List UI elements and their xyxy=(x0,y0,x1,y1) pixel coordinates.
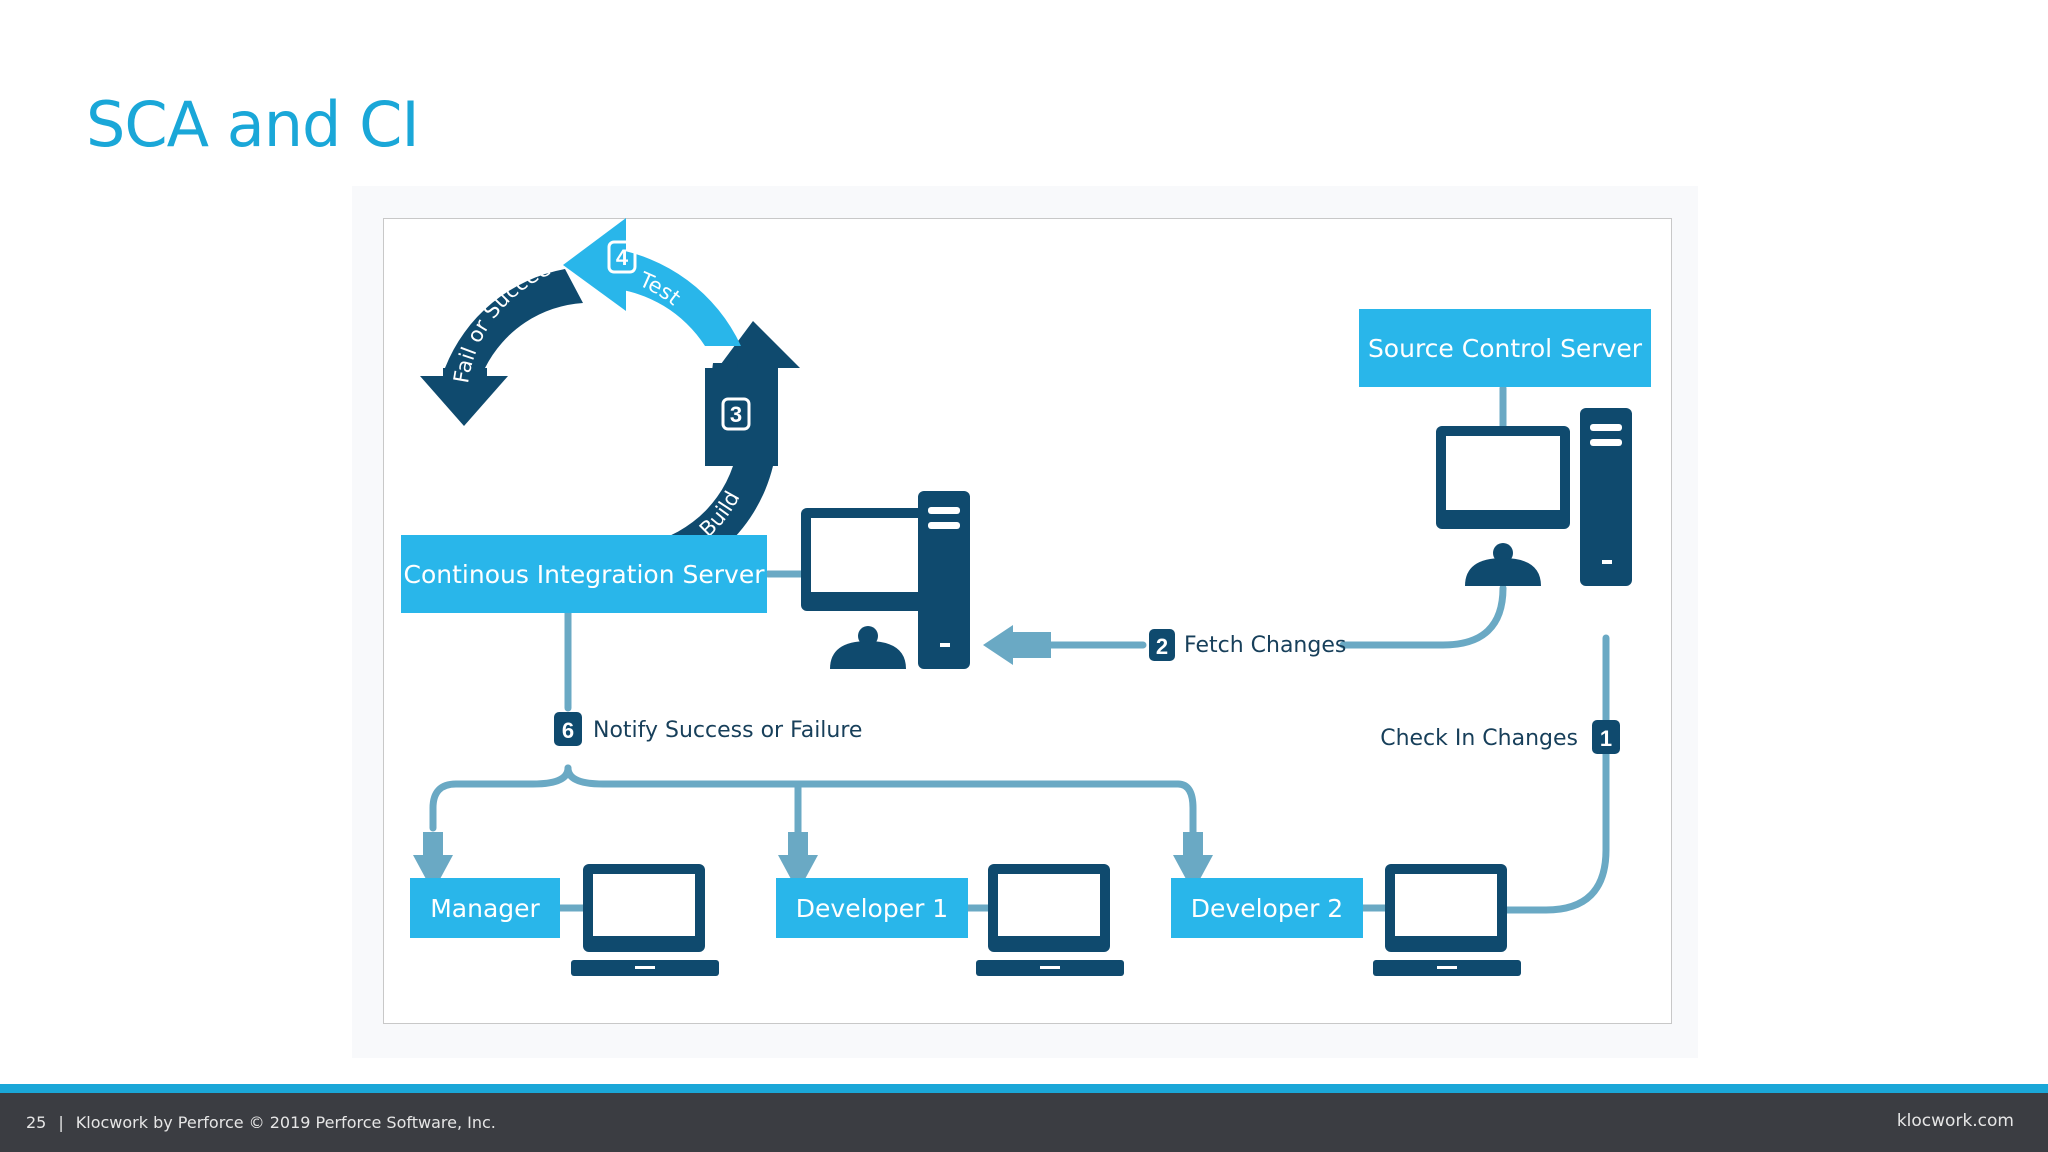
svg-text:1: 1 xyxy=(1600,726,1612,751)
ci-server-computer-icon xyxy=(801,491,970,669)
manager-laptop-icon xyxy=(571,864,719,976)
source-control-computer-icon xyxy=(1436,408,1632,586)
svg-text:2: 2 xyxy=(1156,634,1168,659)
arrow-stem-developer-2 xyxy=(1183,832,1203,857)
check-in-changes-label: Check In Changes xyxy=(1380,726,1578,751)
step-badge-4: 4 xyxy=(607,240,637,274)
build-arrow-body xyxy=(705,368,778,466)
ci-server-box: Continous Integration Server xyxy=(401,535,767,613)
arrow-stem-fetch xyxy=(1011,632,1051,658)
fail-arrowhead xyxy=(420,376,508,426)
test-arc xyxy=(609,248,741,346)
arrow-to-developer-2 xyxy=(1173,855,1213,892)
ci-server-label: Continous Integration Server xyxy=(404,560,766,589)
svg-text:5: 5 xyxy=(458,436,470,461)
step-badge-1: 1 xyxy=(1592,720,1620,754)
developer-2-box: Developer 2 xyxy=(1171,878,1363,938)
developer-2-label: Developer 2 xyxy=(1191,894,1343,923)
arrow-stem-developer-1 xyxy=(788,832,808,857)
footer-left: 25 | Klocwork by Perforce © 2019 Perforce … xyxy=(26,1113,496,1132)
footer-separator: | xyxy=(58,1113,64,1132)
source-control-server-label: Source Control Server xyxy=(1368,334,1643,363)
notify-label: Notify Success or Failure xyxy=(593,718,862,743)
connector-lines xyxy=(429,384,1610,914)
step-badge-3: 3 xyxy=(721,397,751,431)
svg-text:3: 3 xyxy=(730,402,742,427)
step-badge-2: 2 xyxy=(1149,629,1175,661)
fail-arrow-neck xyxy=(443,368,487,378)
footer: 25 | Klocwork by Perforce © 2019 Perforce … xyxy=(0,1093,2048,1152)
fail-arc xyxy=(445,269,583,368)
slide-title: SCA and CI xyxy=(86,88,420,161)
build-arrowhead xyxy=(718,321,800,368)
step-badge-5-visible: 5 xyxy=(448,430,480,466)
source-control-server-box: Source Control Server xyxy=(1359,309,1651,387)
developer-1-laptop-icon xyxy=(976,864,1124,976)
connector-arrowheads xyxy=(413,483,1626,892)
arrow-to-ci-server xyxy=(983,625,1013,665)
manager-label: Manager xyxy=(430,894,540,923)
test-arrowhead xyxy=(563,218,626,311)
copyright-text: Klocwork by Perforce © 2019 Perforce Sof… xyxy=(75,1113,496,1132)
arrow-to-manager xyxy=(413,855,453,892)
svg-text:6: 6 xyxy=(562,718,574,743)
fetch-changes-label: Fetch Changes xyxy=(1184,633,1346,658)
developer-1-box: Developer 1 xyxy=(776,878,968,938)
developer-2-laptop-icon xyxy=(1373,864,1521,976)
manager-box: Manager xyxy=(410,878,560,938)
svg-text:4: 4 xyxy=(616,245,629,270)
footer-accent-bar xyxy=(0,1084,2048,1093)
arrow-stem-manager xyxy=(423,832,443,857)
step-badge-6: 6 xyxy=(554,712,582,746)
arrow-to-developer-1 xyxy=(778,855,818,892)
site-link[interactable]: klocwork.com xyxy=(1896,1111,2014,1131)
page-number: 25 xyxy=(26,1113,47,1132)
ci-workflow-diagram: Fail or Succeed Test Build 4 3 xyxy=(383,218,1672,1024)
developer-1-label: Developer 1 xyxy=(796,894,948,923)
